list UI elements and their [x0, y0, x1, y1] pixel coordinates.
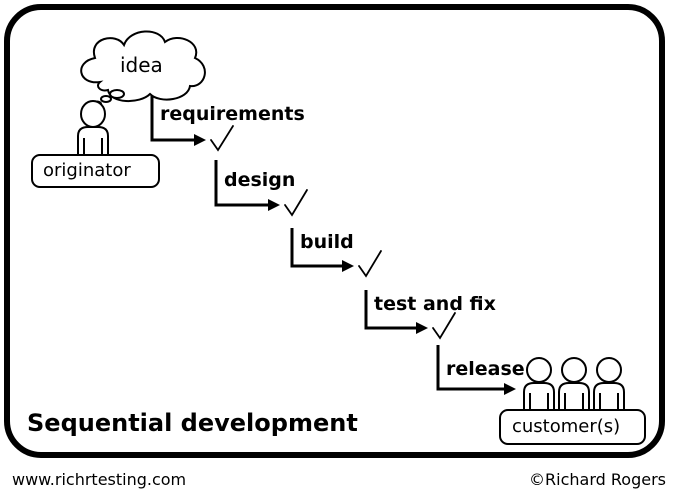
phase-arrows — [150, 96, 516, 395]
originator-person-icon — [77, 100, 109, 155]
phase-build: build — [300, 231, 354, 253]
check-icon — [210, 125, 234, 152]
phase-design: design — [224, 169, 296, 191]
arrow-build — [290, 228, 354, 272]
arrow-design — [214, 160, 280, 211]
diagram-title: Sequential development — [27, 409, 358, 437]
check-icon — [284, 189, 308, 217]
originator-label: originator — [43, 160, 131, 181]
arrow-test-and-fix — [364, 290, 428, 334]
phase-requirements: requirements — [160, 103, 305, 125]
diagram-frame — [4, 4, 665, 458]
phase-test-and-fix: test and fix — [374, 293, 496, 315]
arrow-requirements — [150, 96, 206, 146]
check-icon — [432, 312, 456, 340]
phase-checkmarks — [210, 125, 456, 340]
arrow-release — [436, 345, 516, 395]
footer-website: www.richrtesting.com — [12, 470, 187, 489]
phase-release: release — [446, 358, 525, 380]
check-icon — [358, 250, 382, 278]
customers-people-icon — [523, 357, 625, 410]
originator-box — [31, 154, 160, 188]
customers-box — [499, 409, 646, 445]
idea-label: idea — [120, 53, 163, 77]
footer-copyright: ©Richard Rogers — [529, 470, 666, 489]
customers-label: customer(s) — [512, 416, 621, 437]
